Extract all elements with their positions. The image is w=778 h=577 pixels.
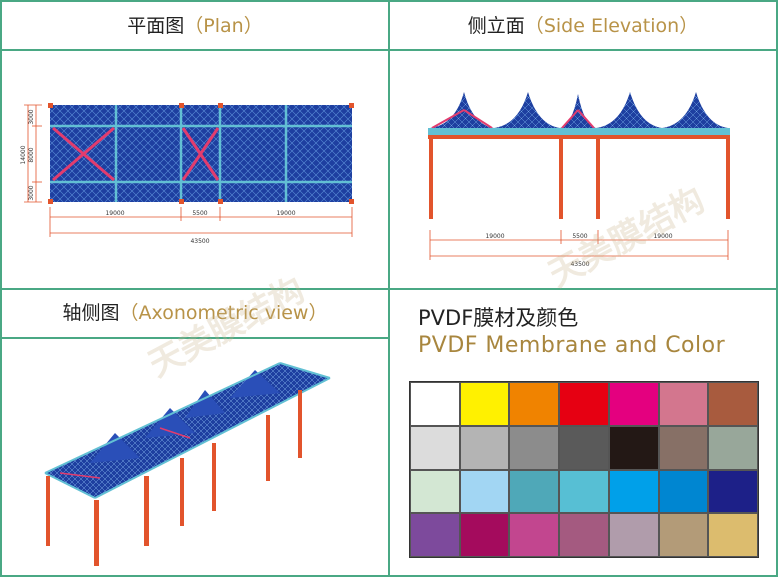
side-drawing: 19000 5500 19000 43500 [428,92,730,268]
plan-header: 平面图（Plan） [2,3,388,49]
color-swatch [708,382,758,426]
color-swatch [658,513,709,557]
plan-paren-close: ） [243,15,263,37]
axo-header-divider [0,337,388,339]
color-swatch [410,469,460,514]
color-swatch [658,469,709,514]
axo-paren-close: ） [308,302,328,324]
axo-title-cn: 轴侧图 [62,302,120,324]
color-swatch [509,513,560,557]
membrane-caption-en: PVDF Membrane and Color [418,333,726,358]
axo-title-en: Axonometric view [138,302,309,324]
plan-dim-total: 43500 [190,238,209,245]
side-title-en: Side Elevation [543,15,680,37]
color-swatch [509,382,560,426]
color-swatch [559,513,609,557]
plan-drawing: 19000 5500 19000 43500 3000 8000 3000 14… [20,103,354,245]
color-swatch-grid [409,381,759,558]
side-roof-beam [428,128,730,135]
top-header-divider [0,49,778,51]
color-swatch [658,382,709,426]
color-swatch [559,382,609,426]
color-swatch [559,469,609,514]
color-swatch [410,382,460,426]
side-header: 侧立面（Side Elevation） [390,3,776,49]
color-swatch [708,513,758,557]
axo-paren-open: （ [119,302,139,324]
plan-dim-1: 19000 [105,210,124,217]
side-dim-total: 43500 [570,261,589,268]
plan-paren-open: （ [184,15,204,37]
color-swatch [509,469,560,514]
color-swatch [410,425,460,470]
color-swatch [608,513,659,557]
color-swatch [410,513,460,557]
color-swatch [608,469,659,514]
side-columns [429,139,730,219]
plan-dim-3: 19000 [276,210,295,217]
plan-dim-left-2: 8000 [28,147,35,162]
side-paren-close: ） [679,15,699,37]
side-paren-open: （ [524,15,544,37]
color-swatch [559,425,609,470]
axo-drawing [44,362,331,566]
plan-dim-left-3: 3000 [28,185,35,200]
axo-header: 轴侧图（Axonometric view） [2,290,388,336]
color-swatch [708,425,758,470]
color-swatch [459,513,510,557]
side-dim-3: 19000 [653,233,672,240]
side-eave-beam [428,135,730,139]
color-swatch [608,425,659,470]
color-swatch [658,425,709,470]
color-swatch [459,469,510,514]
color-swatch [509,425,560,470]
middle-divider [0,288,778,290]
plan-title-cn: 平面图 [127,15,185,37]
plan-dim-left-1: 3000 [28,109,35,124]
plan-dim-left-total: 14000 [20,145,27,164]
color-swatch [708,469,758,514]
membrane-caption-cn: PVDF膜材及颜色 [418,306,579,330]
plan-dim-2: 5500 [192,210,207,217]
color-swatch [459,425,510,470]
side-dim-1: 19000 [485,233,504,240]
plan-title-en: Plan [203,15,244,37]
color-swatch [608,382,659,426]
plan-bracing [52,126,220,182]
side-title-cn: 侧立面 [467,15,525,37]
color-swatch [459,382,510,426]
side-dim-2: 5500 [572,233,587,240]
axo-columns [46,390,302,566]
